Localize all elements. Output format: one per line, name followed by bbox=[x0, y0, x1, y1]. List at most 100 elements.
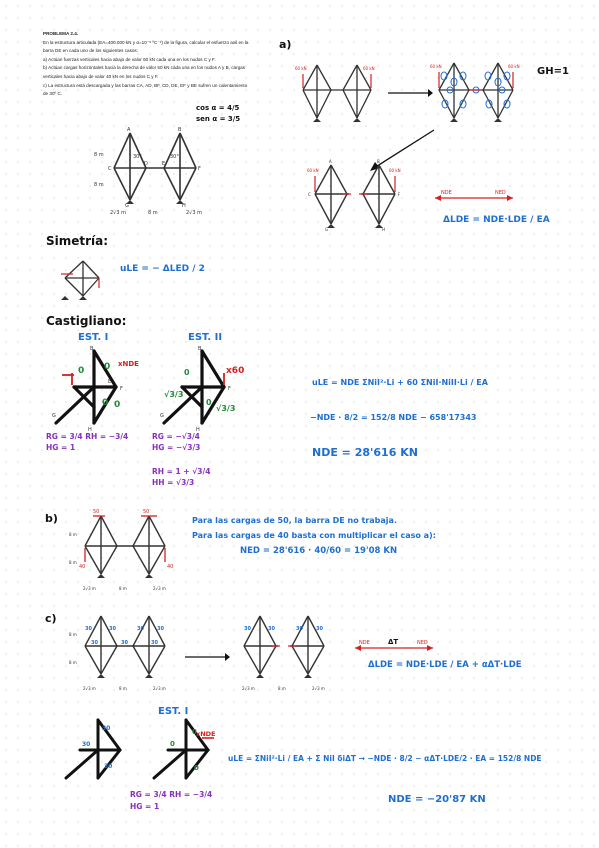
problem-title: PROBLEMA 2.4. bbox=[43, 31, 79, 36]
text-b-1: Para las cargas de 50, la barra DE no tr… bbox=[192, 516, 397, 525]
dim-2r3: 2√3 m bbox=[110, 210, 126, 216]
label-b: b) bbox=[45, 512, 58, 525]
load-60: 60 kN bbox=[430, 64, 442, 69]
svg-text:G: G bbox=[52, 413, 56, 419]
truss-a-right: 60 kN 60 kN bbox=[430, 62, 520, 122]
svg-text:NED: NED bbox=[495, 190, 506, 196]
result-nde-a: NDE = 28'616 KN bbox=[312, 446, 418, 459]
temp-30: 30 bbox=[104, 763, 112, 770]
truss-c-right: 30 30 30 30 2√3 m 8 m 2√3 m bbox=[242, 615, 325, 691]
dim-8m: 8 m bbox=[148, 210, 158, 216]
svg-text:30°: 30° bbox=[133, 154, 142, 160]
load-50: 50 bbox=[143, 509, 149, 515]
sen-alpha: sen α = 3/5 bbox=[196, 115, 241, 123]
temp-30: 30 bbox=[137, 626, 144, 632]
cos-alpha: cos α = 4/5 bbox=[196, 104, 240, 112]
load-40: 40 bbox=[167, 564, 173, 570]
reactions-est2-hh: HH = √3/3 bbox=[152, 478, 195, 487]
load-60: 60 kN bbox=[295, 66, 307, 71]
dim-2r3: 2√3 m bbox=[242, 686, 255, 691]
svg-text:B: B bbox=[90, 346, 94, 352]
nde-arrows: NDE NED bbox=[435, 190, 513, 201]
temp-30: 30 bbox=[121, 640, 128, 646]
result-ned-b: NED = 28'616 · 40/60 = 19'08 KN bbox=[240, 546, 398, 556]
reactions-est1-h: HG = 1 bbox=[46, 443, 76, 452]
eq-castigliano-1: uLE = NDE ΣNiI²·Li + 60 ΣNiI·NiII·Li / E… bbox=[312, 378, 488, 387]
temp-30: 30 bbox=[85, 626, 92, 632]
eq-delta-lde-c: ΔLDE = NDE·LDE / EA + αΔT·LDE bbox=[368, 660, 522, 670]
svg-text:C: C bbox=[108, 166, 112, 172]
load-60: 60 kN bbox=[508, 64, 520, 69]
label-est2: EST. II bbox=[188, 332, 223, 343]
eq-delta-lde: ΔLDE = NDE·LDE / EA bbox=[443, 215, 550, 225]
truss-c-left: 30 30 30 30 30 30 30 8 m 8 m 2√3 m 8 m 2… bbox=[69, 615, 166, 691]
arrow-right bbox=[388, 89, 433, 97]
heading-castigliano: Castigliano: bbox=[46, 314, 127, 328]
reactions-c-h: HG = 1 bbox=[130, 802, 160, 811]
eq-u-le: uLE = − ΔLED / 2 bbox=[120, 264, 205, 274]
dim-2r3: 2√3 m bbox=[312, 686, 325, 691]
gh-equals-1: GH=1 bbox=[537, 66, 569, 77]
svg-text:0: 0 bbox=[194, 764, 199, 772]
svg-text:E: E bbox=[162, 161, 165, 167]
label-c: c) bbox=[45, 612, 57, 625]
problem-line: barra DE en cada uno de los siguientes c… bbox=[43, 48, 138, 54]
temp-30: 30 bbox=[296, 626, 303, 632]
nde-arrows-c: NDE NED bbox=[355, 640, 433, 651]
problem-line: de 30º C. bbox=[43, 91, 63, 97]
svg-text:0: 0 bbox=[206, 398, 212, 407]
delta-t-label: ΔT bbox=[388, 638, 399, 646]
dim-8m: 8 m bbox=[94, 182, 104, 188]
svg-text:D: D bbox=[144, 161, 148, 167]
heading-simetria: Simetría: bbox=[46, 234, 109, 248]
reactions-c: RG = 3/4 RH = −3/4 bbox=[130, 790, 213, 799]
temp-30: 30 bbox=[109, 626, 116, 632]
reactions-est2-rh: RH = 1 + √3/4 bbox=[152, 467, 211, 476]
dim-8m: 8 m bbox=[69, 660, 77, 665]
svg-text:B: B bbox=[198, 346, 202, 352]
svg-text:C: C bbox=[308, 192, 311, 197]
dim-8m: 8 m bbox=[94, 152, 104, 158]
svg-text:G: G bbox=[160, 413, 164, 419]
load-40: 40 bbox=[79, 564, 85, 570]
svg-text:F: F bbox=[228, 386, 231, 392]
svg-text:0: 0 bbox=[104, 362, 110, 372]
svg-text:A: A bbox=[127, 127, 131, 133]
svg-text:B: B bbox=[377, 159, 380, 164]
reactions-est1: RG = 3/4 RH = −3/4 bbox=[46, 432, 129, 441]
dim-2r3: 2√3 m bbox=[153, 686, 166, 691]
svg-text:H: H bbox=[88, 427, 92, 433]
svg-text:A: A bbox=[329, 159, 332, 164]
truss-symmetry bbox=[61, 260, 100, 300]
load-60: 60 kN bbox=[307, 168, 319, 173]
svg-text:0: 0 bbox=[184, 368, 190, 377]
problem-statement: PROBLEMA 2.4. En la estructura articulad… bbox=[43, 30, 273, 99]
svg-text:H: H bbox=[196, 427, 200, 433]
problem-line: b) Actúan cargas horizontales hacia la d… bbox=[43, 65, 245, 71]
temp-30: 30 bbox=[268, 626, 275, 632]
temp-30: 30 bbox=[82, 741, 90, 748]
label-x-nde: xNDE bbox=[118, 360, 139, 368]
problem-line: En la estructura articulada (EA=400.000 … bbox=[43, 39, 249, 45]
svg-text:F: F bbox=[398, 192, 401, 197]
load-60: 60 kN bbox=[363, 66, 375, 71]
temp-30: 30 bbox=[244, 626, 251, 632]
reactions-est2: RG = −√3/4 bbox=[152, 432, 200, 441]
arrow-right-c bbox=[185, 653, 230, 661]
svg-text:F: F bbox=[120, 386, 123, 392]
eq-castigliano-2: −NDE · 8/2 = 152/8 NDE − 658'17343 bbox=[310, 413, 477, 422]
svg-text:E: E bbox=[108, 379, 111, 385]
svg-text:NDE: NDE bbox=[359, 640, 370, 646]
svg-text:0: 0 bbox=[170, 740, 175, 748]
svg-text:F: F bbox=[198, 166, 201, 172]
svg-text:30°: 30° bbox=[170, 154, 179, 160]
svg-text:0: 0 bbox=[192, 728, 197, 736]
svg-text:H: H bbox=[182, 203, 186, 209]
dim-2r3: 2√3 m bbox=[153, 586, 166, 591]
truss-a-left: 60 kN 60 kN bbox=[295, 64, 375, 122]
svg-text:√3/3: √3/3 bbox=[164, 390, 183, 399]
dim-8m: 8 m bbox=[69, 532, 77, 537]
dim-8m: 8 m bbox=[119, 686, 127, 691]
